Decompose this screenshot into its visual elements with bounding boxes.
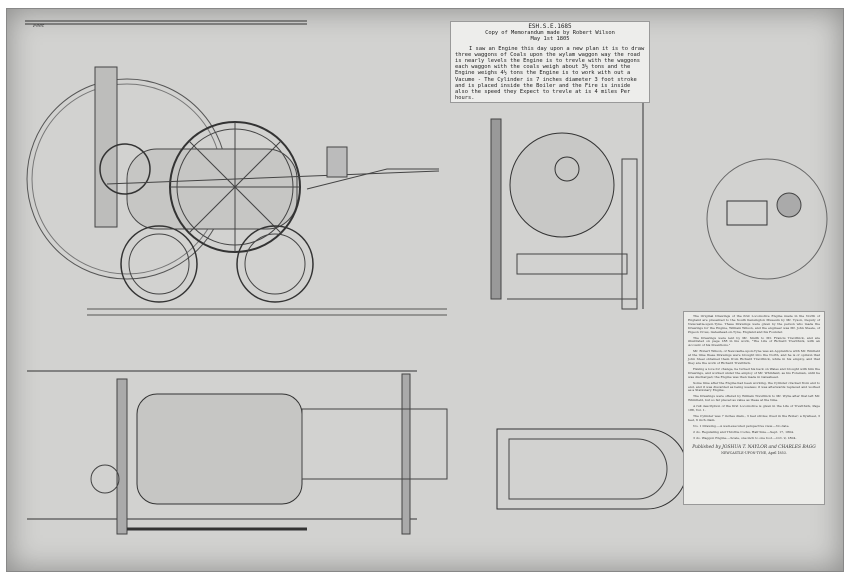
publication-place: NEWCASTLE-UPON-TYNE, April 1853. xyxy=(721,451,787,456)
engineering-drawing-sheet: Feet ESH.S.E.1685 Copy of Memorandum mad… xyxy=(6,8,844,572)
history-notice: The Original Drawings of the first Locom… xyxy=(683,311,825,505)
scale-label: Feet xyxy=(33,23,45,29)
publisher-line: Published by JOSHUA T. NAYLOR and CHARLE… xyxy=(692,445,816,451)
side-elevation-drawing xyxy=(26,66,447,316)
notice-paragraph: The Cylinder was 7 inches diam., 3 feet … xyxy=(688,413,820,422)
notice-paragraph: 2 do. Regulating and Throttle Cocks, Hal… xyxy=(693,429,794,434)
boiler-section-drawing xyxy=(496,428,688,510)
notice-paragraph: The Drawings were offered by William Tre… xyxy=(688,394,820,403)
memorandum-label: ESH.S.E.1685 Copy of Memorandum made by … xyxy=(450,21,650,103)
notice-paragraph: Having a love for change, he turned his … xyxy=(688,366,820,379)
notice-paragraph: The Original Drawings of the first Locom… xyxy=(688,314,820,334)
notice-paragraph: Mr. Robert Wilson, of Newcastle-upon-Tyn… xyxy=(688,349,820,365)
memo-reference: ESH.S.E.1685 xyxy=(528,23,572,30)
notice-paragraph: No. 1 Drawing.—A well-executed perspecti… xyxy=(693,423,790,428)
notice-paragraph: A full description of the first Locomoti… xyxy=(688,404,820,413)
plan-view-drawing xyxy=(27,370,448,535)
memo-body: I saw an Engine this day upon a new plan… xyxy=(455,45,645,102)
notice-paragraph: Some time after the Engine had been work… xyxy=(688,380,820,393)
memo-date: May 1st 1805 xyxy=(530,36,570,43)
scale-bar xyxy=(25,20,307,25)
end-elevation-drawing xyxy=(490,69,644,310)
detail-drawing xyxy=(706,158,828,280)
memo-title: Copy of Memorandum made by Robert Wilson xyxy=(485,30,615,37)
notice-paragraph: 3 do. Waggon Engine.—Scale, one inch to … xyxy=(693,435,797,440)
locomotive-drawings xyxy=(25,20,828,535)
notice-paragraph: The Drawings were lent by Mr. Smith to M… xyxy=(688,335,820,348)
